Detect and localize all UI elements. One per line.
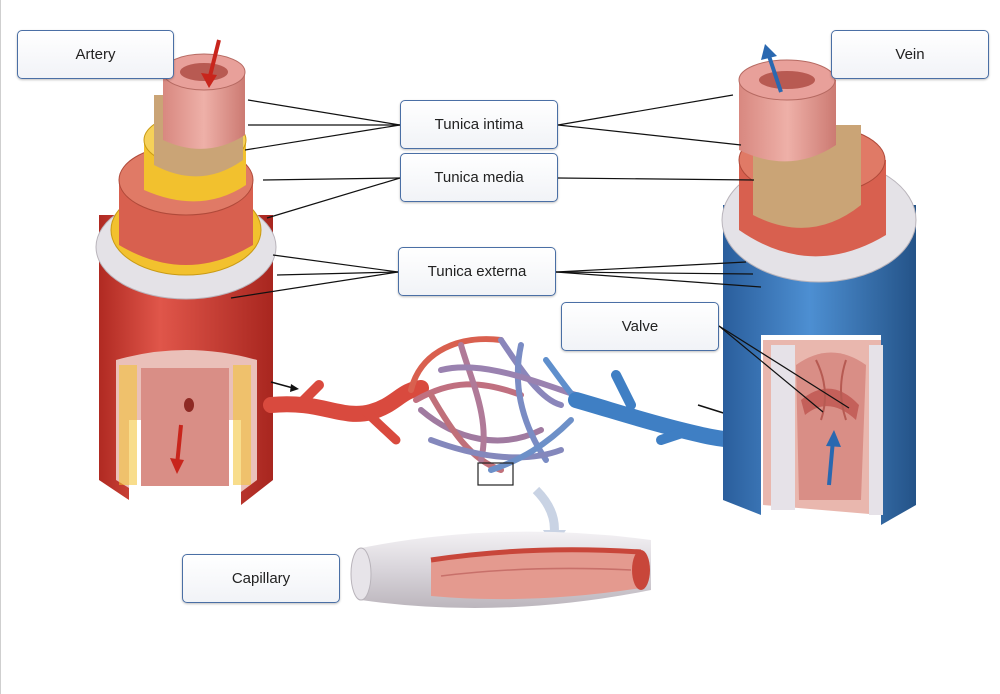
capillary-detail xyxy=(350,531,651,608)
label-tunica-externa[interactable]: Tunica externa xyxy=(398,247,556,296)
leader-lines xyxy=(230,94,850,413)
label-artery[interactable]: Artery xyxy=(17,30,174,79)
capillary-network xyxy=(263,336,747,548)
artery-illustration xyxy=(95,39,277,505)
label-tunica-media[interactable]: Tunica media xyxy=(400,153,558,202)
vein-illustration xyxy=(721,44,917,525)
label-vein[interactable]: Vein xyxy=(831,30,989,79)
label-valve[interactable]: Valve xyxy=(561,302,719,351)
label-tunica-intima[interactable]: Tunica intima xyxy=(400,100,558,149)
label-capillary[interactable]: Capillary xyxy=(182,554,340,603)
